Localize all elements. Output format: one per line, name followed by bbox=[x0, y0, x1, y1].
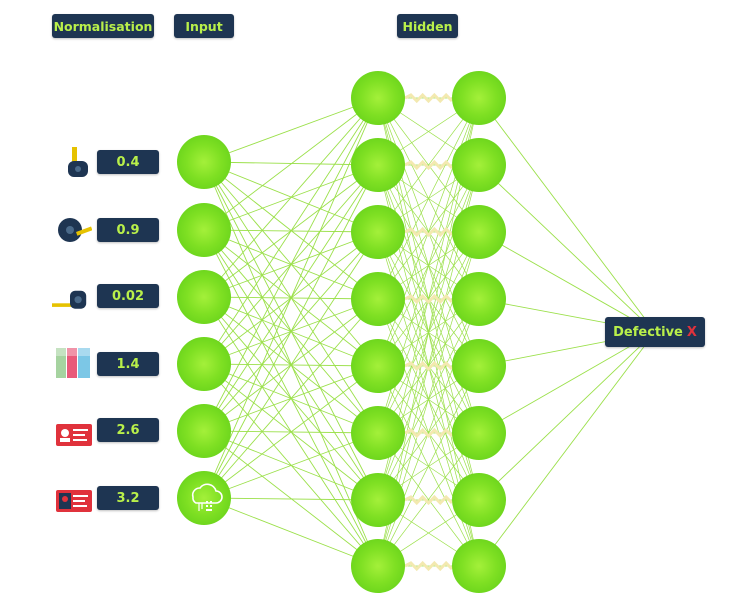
edge-hidden1-3-hidden2-1 bbox=[377, 97, 480, 233]
edge-hidden2-8-output bbox=[478, 331, 656, 567]
tape-measure-horizontal-icon bbox=[52, 290, 87, 309]
hidden-link-3 bbox=[404, 226, 454, 238]
tape-measure-vertical-icon bbox=[68, 147, 88, 177]
hidden1-node-4 bbox=[351, 272, 405, 326]
input-value-3: 0.02 bbox=[97, 284, 159, 308]
hidden-link-4 bbox=[404, 293, 454, 305]
hidden-link-2 bbox=[404, 159, 454, 171]
hidden2-node-3 bbox=[452, 205, 506, 259]
hidden-link-8 bbox=[404, 560, 454, 572]
edge-input-6-hidden1-1 bbox=[203, 97, 379, 499]
output-text: Defective bbox=[613, 324, 683, 340]
edge-input-4-hidden1-1 bbox=[203, 97, 379, 365]
defective-x-mark: X bbox=[686, 324, 697, 340]
hidden1-node-5 bbox=[351, 339, 405, 393]
hidden1-node-1 bbox=[351, 71, 405, 125]
edge-input-1-hidden1-8 bbox=[203, 161, 379, 567]
normalisation-header: Normalisation bbox=[52, 14, 154, 38]
input-value-1: 0.4 bbox=[97, 150, 159, 174]
edge-input-6-hidden1-3 bbox=[203, 231, 379, 499]
hidden-link-6 bbox=[404, 427, 454, 439]
hidden-header: Hidden bbox=[397, 14, 458, 38]
edge-hidden1-8-hidden2-6 bbox=[377, 432, 480, 567]
input-node-2 bbox=[177, 203, 231, 257]
edge-input-6-hidden1-4 bbox=[203, 298, 379, 499]
edge-input-1-hidden1-1 bbox=[203, 97, 379, 163]
input-node-1 bbox=[177, 135, 231, 189]
edge-hidden1-4-hidden2-1 bbox=[377, 97, 480, 300]
edge-input-4-hidden1-8 bbox=[203, 363, 379, 567]
input-node-4 bbox=[177, 337, 231, 391]
hidden2-node-6 bbox=[452, 406, 506, 460]
edge-input-6-hidden1-8 bbox=[203, 497, 379, 567]
hidden2-node-2 bbox=[452, 138, 506, 192]
id-card-icon bbox=[56, 424, 92, 446]
hidden-link-7 bbox=[404, 494, 454, 506]
hidden1-node-6 bbox=[351, 406, 405, 460]
edge-hidden2-1-output bbox=[478, 97, 656, 333]
hidden2-node-5 bbox=[452, 339, 506, 393]
edge-input-3-hidden1-1 bbox=[203, 97, 379, 298]
edge-input-6-hidden1-2 bbox=[203, 164, 379, 499]
hidden-link-5 bbox=[404, 360, 454, 372]
input-header: Input bbox=[174, 14, 234, 38]
hidden1-node-8 bbox=[351, 539, 405, 593]
edge-input-6-hidden1-5 bbox=[203, 365, 379, 499]
colour-swatch-icon bbox=[56, 348, 90, 378]
hidden2-node-8 bbox=[452, 539, 506, 593]
edge-hidden2-3-output bbox=[478, 231, 656, 333]
hidden1-node-2 bbox=[351, 138, 405, 192]
edge-hidden2-6-output bbox=[478, 331, 656, 434]
edge-input-2-hidden1-1 bbox=[203, 97, 379, 231]
edge-hidden2-7-output bbox=[478, 331, 656, 501]
hidden2-node-7 bbox=[452, 473, 506, 527]
cloud-data-icon bbox=[191, 483, 223, 511]
input-value-5: 2.6 bbox=[97, 418, 159, 442]
input-node-6 bbox=[177, 471, 231, 525]
hidden1-node-7 bbox=[351, 473, 405, 527]
edge-input-6-hidden1-6 bbox=[203, 432, 379, 499]
tape-measure-roll-icon bbox=[58, 218, 92, 242]
hidden-link-1 bbox=[404, 92, 454, 104]
id-card-photo-icon bbox=[56, 490, 92, 512]
edge-input-6-hidden1-7 bbox=[203, 497, 379, 501]
hidden2-node-1 bbox=[452, 71, 506, 125]
input-value-6: 3.2 bbox=[97, 486, 159, 510]
edge-hidden1-8-hidden2-5 bbox=[377, 365, 480, 567]
output-label: Defective X bbox=[605, 317, 705, 347]
hidden2-node-4 bbox=[452, 272, 506, 326]
input-node-5 bbox=[177, 404, 231, 458]
edge-input-5-hidden1-1 bbox=[203, 97, 379, 432]
edge-hidden2-2-output bbox=[478, 164, 656, 333]
hidden1-node-3 bbox=[351, 205, 405, 259]
input-value-4: 1.4 bbox=[97, 352, 159, 376]
input-value-2: 0.9 bbox=[97, 218, 159, 242]
input-node-3 bbox=[177, 270, 231, 324]
